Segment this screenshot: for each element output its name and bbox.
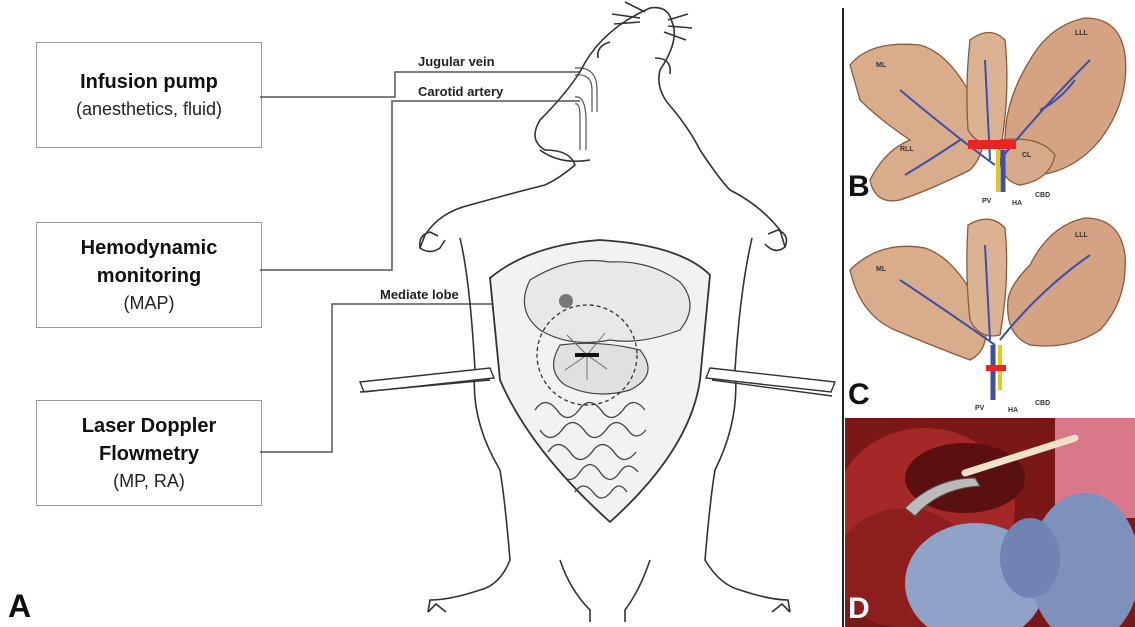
mediate-lobe-label: Mediate lobe (380, 287, 459, 302)
vessel-label-cbd: CBD (1035, 192, 1050, 199)
carotid-artery-label: Carotid artery (418, 84, 503, 99)
abdominal-cavity (490, 240, 710, 522)
liver-panel-b (850, 18, 1126, 201)
lobe-label-rll: RLL (900, 146, 914, 153)
vessel-label-pv-c: PV (975, 405, 984, 412)
lobe-label-lll: LLL (1075, 30, 1088, 37)
liver-panel-c (850, 218, 1125, 400)
panel-label-d: D (848, 592, 870, 626)
jugular-vein-label: Jugular vein (418, 54, 495, 69)
vessel-label-pv: PV (982, 198, 991, 205)
lobe-label-cl: CL (1022, 152, 1031, 159)
panel-label-c: C (848, 378, 870, 412)
vessel-label-cbd-c: CBD (1035, 400, 1050, 407)
panel-label-b: B (848, 170, 870, 204)
catheters (575, 68, 597, 150)
lobe-label-ml-c: ML (876, 266, 886, 273)
vessel-label-ha-c: HA (1008, 407, 1018, 414)
panel-label-a: A (8, 588, 31, 625)
surgical-photo (845, 418, 1135, 627)
lobe-label-lll-c: LLL (1075, 232, 1088, 239)
lobe-label-ml: ML (876, 62, 886, 69)
vessel-label-ha: HA (1012, 200, 1022, 207)
